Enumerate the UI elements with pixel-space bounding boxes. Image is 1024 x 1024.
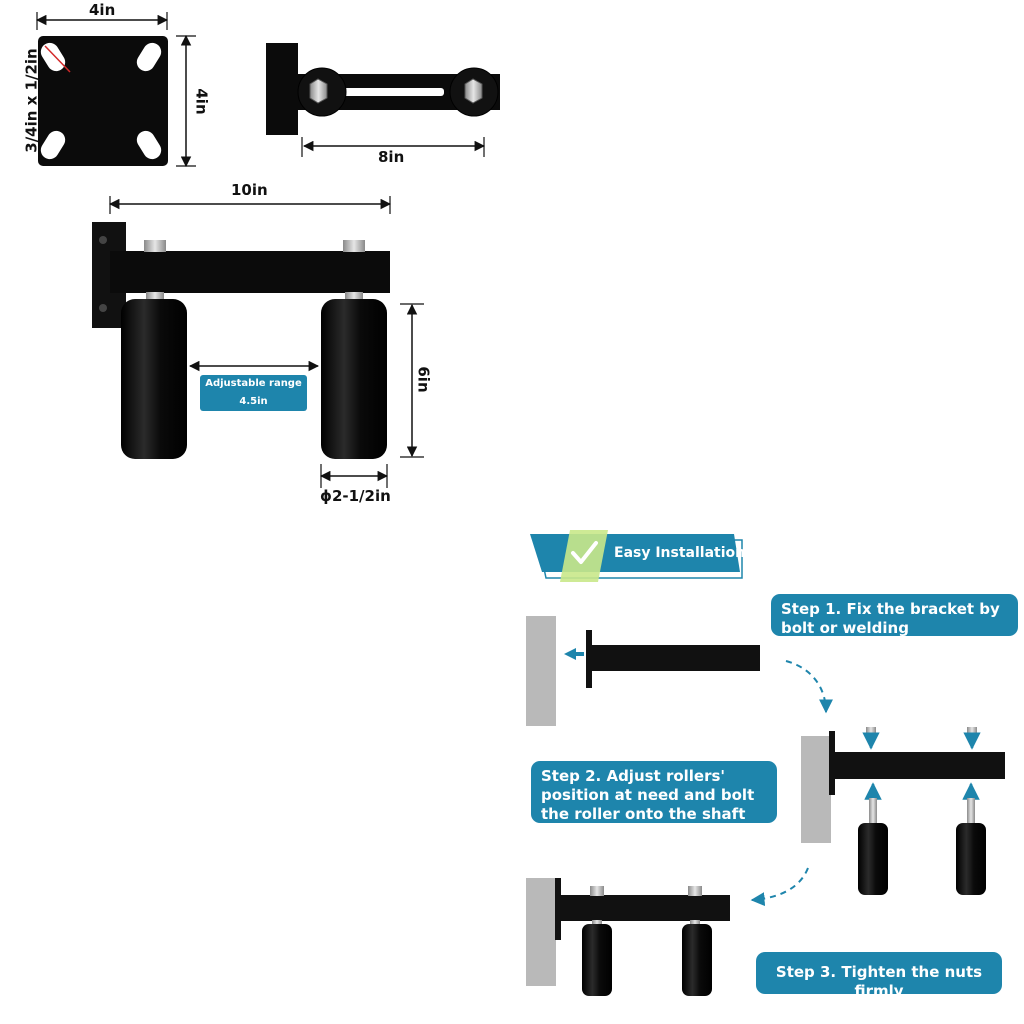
plate-slot (136, 42, 162, 72)
installation-banner (530, 530, 743, 582)
plate-width-label: 4in (89, 1, 116, 19)
mounting-plate (38, 36, 168, 166)
bracket-arm (834, 752, 1005, 779)
top-nut (144, 240, 166, 252)
plate-slot (40, 42, 66, 72)
bracket-arm (591, 645, 760, 671)
hex-nut (309, 78, 328, 104)
arrow-left-icon (564, 648, 576, 660)
step1-label: Step 1. Fix the bracket by bolt or weldi… (771, 594, 1018, 637)
roller-span-label: 8in (378, 148, 405, 166)
step2-illustration (801, 727, 1005, 895)
roller-diameter-label: ϕ2-1/2in (320, 487, 391, 505)
slot-size-marker (44, 45, 71, 73)
roller (582, 924, 612, 996)
slot-size-label: 3/4in x 1/2in (22, 48, 41, 153)
wall (526, 616, 556, 726)
installation-title: Easy Installation (614, 545, 746, 561)
step2-label: Step 2. Adjust rollers' position at need… (531, 761, 777, 823)
hex-nut (464, 78, 483, 104)
roller (682, 924, 712, 996)
side-arm (110, 251, 390, 293)
mounting-plate-view (35, 12, 196, 168)
step3-illustration (526, 878, 730, 996)
top-view-plate (266, 43, 298, 135)
roller-left (121, 299, 187, 459)
top-nut (343, 240, 365, 252)
roller-right (321, 299, 387, 459)
flow-arrow (785, 660, 833, 714)
bracket-top-view (266, 43, 500, 157)
plate-height-label: 4in (192, 88, 211, 115)
wall (526, 878, 556, 986)
step3-label: Step 3. Tighten the nuts firmly (756, 952, 1002, 1000)
plate-slot (40, 130, 66, 160)
adjustable-range-label: Adjustable range 4.5in (200, 375, 307, 411)
checkmark-icon (571, 541, 598, 564)
step1-illustration (526, 616, 760, 726)
plate-slot (136, 130, 162, 160)
roller (956, 823, 986, 895)
arm-length-label: 10in (231, 181, 268, 199)
wall (801, 736, 831, 843)
flow-arrow (750, 867, 809, 907)
roller-height-label: 6in (414, 366, 433, 393)
top-view-slot (340, 88, 444, 96)
roller (858, 823, 888, 895)
bracket-side-view (92, 196, 424, 488)
bracket-arm (560, 895, 730, 921)
